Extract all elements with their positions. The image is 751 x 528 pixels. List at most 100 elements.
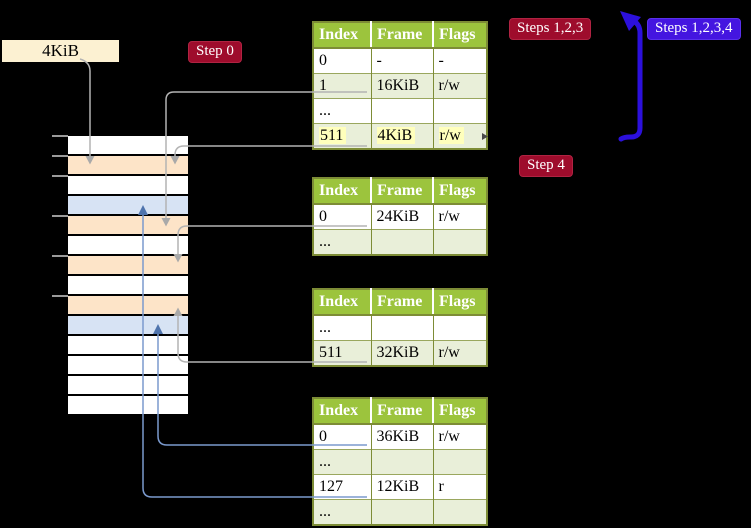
- frame-size-label: 4KiB: [42, 41, 79, 60]
- column-header-index: Index: [313, 178, 372, 205]
- badge-steps-123: Steps 1,2,3: [509, 18, 592, 40]
- cell-flags: [433, 499, 487, 525]
- memory-frame-row-7: [68, 256, 188, 274]
- table-row: ...: [313, 449, 487, 475]
- badge-step-0: Step 0: [188, 41, 242, 63]
- memory-tick: [52, 155, 68, 157]
- badge-steps-1234-label: Steps 1,2,3,4: [655, 20, 733, 36]
- badge-step-0-label: Step 0: [196, 43, 234, 59]
- page-table-mid-a: Index Frame Flags 0 24KiB r/w ...: [312, 177, 488, 256]
- memory-tick: [52, 215, 68, 217]
- badge-steps-1234: Steps 1,2,3,4: [647, 18, 741, 40]
- table-header-row: Index Frame Flags: [313, 398, 487, 425]
- cell-index: 511: [313, 123, 372, 149]
- cell-index: 0: [313, 203, 372, 230]
- table-row: 0 36KiB r/w: [313, 423, 487, 450]
- cell-frame: 16KiB: [371, 73, 434, 99]
- cell-index: 0: [313, 423, 372, 450]
- memory-frame-row-9: [68, 296, 188, 314]
- table-row: ...: [313, 499, 487, 525]
- cell-frame: 36KiB: [371, 423, 434, 450]
- memory-frame-row-11: [68, 336, 188, 354]
- memory-tick: [52, 175, 68, 177]
- badge-step-4: Step 4: [519, 155, 573, 177]
- cell-frame: [371, 229, 434, 255]
- cell-frame: 32KiB: [371, 340, 434, 366]
- memory-frame-row-13: [68, 376, 188, 394]
- highlighted-text: 4KiB: [376, 127, 416, 144]
- table-header-row: Index Frame Flags: [313, 289, 487, 316]
- badge-step-4-label: Step 4: [527, 157, 565, 173]
- cell-frame: [371, 98, 434, 124]
- memory-frame-row-10: [68, 316, 188, 334]
- cell-frame: -: [371, 47, 434, 74]
- column-header-frame: Frame: [371, 178, 434, 205]
- cell-frame: 24KiB: [371, 203, 434, 230]
- table-header-row: Index Frame Flags: [313, 178, 487, 205]
- cell-flags: [433, 314, 487, 341]
- memory-frame-row-5: [68, 216, 188, 234]
- table-row: 127 12KiB r: [313, 474, 487, 500]
- cell-index: ...: [313, 229, 372, 255]
- column-header-frame: Frame: [371, 289, 434, 316]
- memory-tick: [52, 255, 68, 257]
- cell-index: 511: [313, 340, 372, 366]
- column-header-index: Index: [313, 398, 372, 425]
- memory-frame-row-4: [68, 196, 188, 214]
- column-header-flags: Flags: [433, 22, 487, 49]
- table-row: 511 32KiB r/w: [313, 340, 487, 366]
- column-header-flags: Flags: [433, 178, 487, 205]
- arrowhead-up-left-icon: [620, 11, 641, 31]
- table-header-row: Index Frame Flags: [313, 22, 487, 49]
- memory-frame-row-3: [68, 176, 188, 194]
- table-row: ...: [313, 314, 487, 341]
- cell-index: ...: [313, 314, 372, 341]
- highlighted-text: r/w: [438, 127, 464, 144]
- cell-flags: r/w: [433, 203, 487, 230]
- cell-flags: r/w: [433, 123, 487, 149]
- memory-frame-row-14: [68, 396, 188, 414]
- cell-flags: r/w: [433, 340, 487, 366]
- table-row: 0 - -: [313, 47, 487, 74]
- column-header-flags: Flags: [433, 289, 487, 316]
- memory-frame-row-6: [68, 236, 188, 254]
- table-row: 0 24KiB r/w: [313, 203, 487, 230]
- highlighted-text: 511: [319, 127, 347, 144]
- column-header-flags: Flags: [433, 398, 487, 425]
- cell-frame: [371, 314, 434, 341]
- badge-steps-123-label: Steps 1,2,3: [517, 20, 584, 36]
- cell-index: 127: [313, 474, 372, 500]
- cell-frame: [371, 449, 434, 475]
- memory-frame-row-1: [68, 136, 188, 154]
- table-row-highlighted: 511 4KiB r/w: [313, 123, 487, 149]
- column-header-index: Index: [313, 289, 372, 316]
- cell-frame: [371, 499, 434, 525]
- arrow-loop-back-to-top: [618, 18, 643, 142]
- cell-frame: 12KiB: [371, 474, 434, 500]
- memory-frame-row-8: [68, 276, 188, 294]
- cell-index: ...: [313, 499, 372, 525]
- cell-index: 0: [313, 47, 372, 74]
- column-header-frame: Frame: [371, 398, 434, 425]
- table-row: ...: [313, 229, 487, 255]
- memory-tick: [52, 295, 68, 297]
- memory-tick: [52, 135, 68, 137]
- cell-flags: -: [433, 47, 487, 74]
- cell-flags: r/w: [433, 73, 487, 99]
- frame-size-box: 4KiB: [2, 40, 119, 62]
- column-header-index: Index: [313, 22, 372, 49]
- cell-flags: r: [433, 474, 487, 500]
- cell-frame: 4KiB: [371, 123, 434, 149]
- page-table-level-top: Index Frame Flags 0 - - 1 16KiB r/w ... …: [312, 21, 488, 150]
- cell-flags: [433, 449, 487, 475]
- memory-frame-row-12: [68, 356, 188, 374]
- table-row: ...: [313, 98, 487, 124]
- cell-flags: [433, 98, 487, 124]
- cell-index: ...: [313, 449, 372, 475]
- cell-flags: r/w: [433, 423, 487, 450]
- column-header-frame: Frame: [371, 22, 434, 49]
- page-table-bottom: Index Frame Flags 0 36KiB r/w ... 127 12…: [312, 397, 488, 526]
- memory-stack: [68, 136, 188, 416]
- table-row: 1 16KiB r/w: [313, 73, 487, 99]
